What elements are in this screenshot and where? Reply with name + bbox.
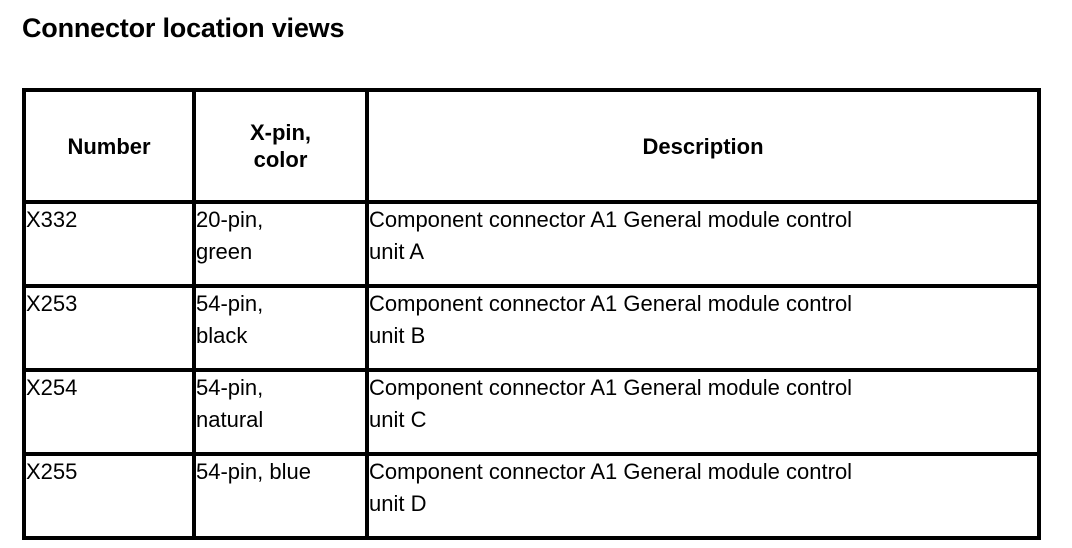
- table-header-row: Number X-pin, color Description: [22, 88, 1041, 204]
- cell-description: Component connector A1 General module co…: [365, 284, 1041, 372]
- cell-xpin-line-1: 54-pin,: [196, 291, 264, 316]
- column-header-number: Number: [22, 88, 196, 204]
- cell-description-line-2: unit A: [369, 239, 425, 264]
- cell-number: X254: [22, 368, 196, 456]
- cell-description: Component connector A1 General module co…: [365, 452, 1041, 540]
- table-row: X255 54-pin, blue Component connector A1…: [22, 452, 1041, 540]
- table-body: X332 20-pin, green Component connector A…: [22, 200, 1041, 540]
- cell-xpin-line-2: natural: [196, 407, 264, 432]
- cell-description-line-1: Component connector A1 General module co…: [369, 207, 853, 232]
- cell-number: X255: [22, 452, 196, 540]
- cell-number: X253: [22, 284, 196, 372]
- cell-description-line-1: Component connector A1 General module co…: [369, 291, 853, 316]
- cell-xpin-color: 54-pin, blue: [192, 452, 369, 540]
- column-header-description-line-1: Description: [642, 133, 764, 159]
- table-row: X332 20-pin, green Component connector A…: [22, 200, 1041, 288]
- cell-description-line-2: unit C: [369, 407, 427, 432]
- cell-xpin-line-1: 20-pin,: [196, 207, 264, 232]
- cell-xpin-line-2: green: [196, 239, 253, 264]
- table-header: Number X-pin, color Description: [22, 88, 1041, 204]
- cell-xpin-color: 20-pin, green: [192, 200, 369, 288]
- column-header-xpin-line-1: X-pin,: [249, 120, 312, 145]
- cell-xpin-line-2: black: [196, 323, 248, 348]
- page-title: Connector location views: [22, 13, 345, 43]
- table-row: X253 54-pin, black Component connector A…: [22, 284, 1041, 372]
- cell-description: Component connector A1 General module co…: [365, 200, 1041, 288]
- connector-location-table: Number X-pin, color Description: [22, 88, 1041, 540]
- column-header-number-line-1: Number: [67, 133, 151, 159]
- table-row: X254 54-pin, natural Component connector…: [22, 368, 1041, 456]
- cell-description: Component connector A1 General module co…: [365, 368, 1041, 456]
- column-header-description: Description: [365, 88, 1041, 204]
- cell-description-line-1: Component connector A1 General module co…: [369, 459, 853, 484]
- column-header-xpin-color: X-pin, color: [192, 88, 369, 204]
- cell-xpin-color: 54-pin, natural: [192, 368, 369, 456]
- cell-xpin-color: 54-pin, black: [192, 284, 369, 372]
- cell-description-line-1: Component connector A1 General module co…: [369, 375, 853, 400]
- column-header-xpin-line-2: color: [253, 147, 308, 172]
- cell-description-line-2: unit D: [369, 491, 427, 516]
- cell-xpin-line-1: 54-pin,: [196, 375, 264, 400]
- cell-number: X332: [22, 200, 196, 288]
- cell-description-line-2: unit B: [369, 323, 426, 348]
